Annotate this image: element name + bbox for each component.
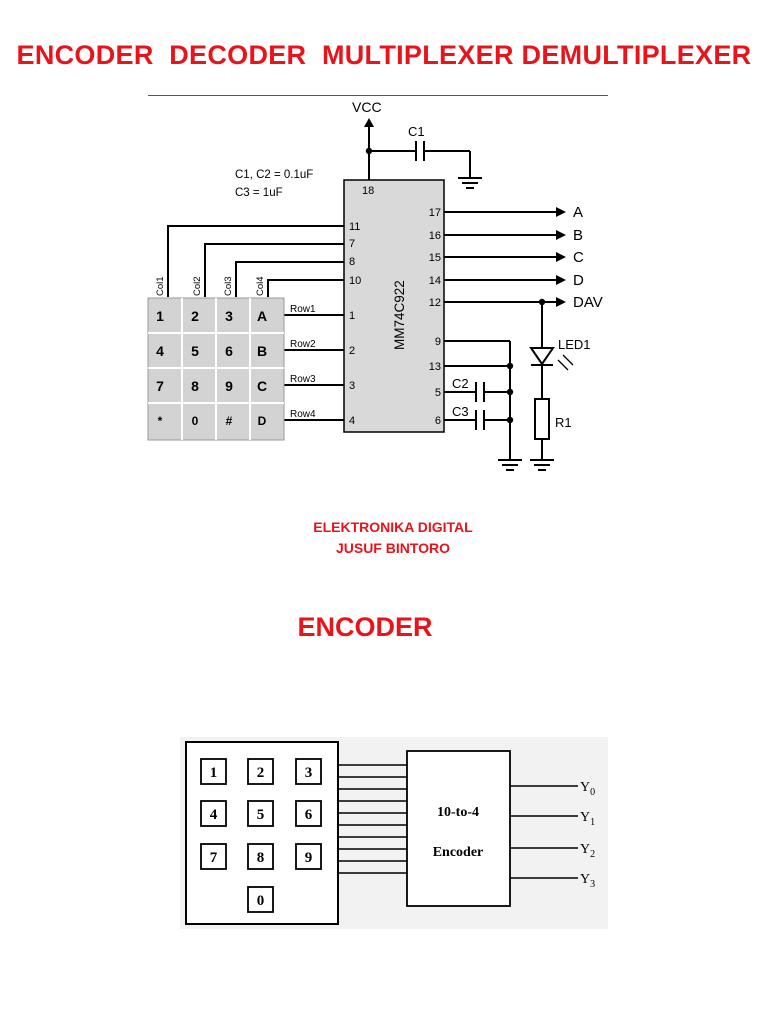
keypad-key: D [258, 414, 267, 428]
output-arrow-icon [556, 230, 566, 240]
c3-capacitor [475, 410, 485, 430]
output-arrow-icon [556, 275, 566, 285]
encoder-key: 7 [210, 850, 218, 866]
c2-capacitor [475, 382, 485, 402]
pin-label: 9 [435, 336, 441, 348]
encoder-key: 1 [210, 765, 218, 781]
keypad-key: 7 [156, 378, 164, 394]
ground-icon [458, 177, 482, 189]
pin-label: 16 [429, 230, 441, 242]
encoder-output-label: Y3 [580, 872, 595, 890]
encoder-key: 2 [257, 765, 265, 781]
r1-resistor [534, 398, 550, 440]
output-arrow-icon [556, 207, 566, 217]
output-label: C [573, 249, 584, 266]
led-label: LED1 [558, 337, 591, 352]
page-title: ENCODER DECODER MULTIPLEXER DEMULTIPLEXE… [16, 40, 752, 70]
encoder-block [406, 750, 511, 907]
pin-label: 13 [429, 361, 441, 373]
col-label: Col2 [192, 276, 203, 296]
keypad-key: # [226, 414, 233, 428]
encoder-output-label: Y1 [580, 810, 595, 828]
keypad-key: 3 [225, 308, 233, 324]
keypad-key: 4 [156, 343, 164, 359]
c2-label: C2 [452, 376, 469, 391]
encoder-key: 4 [210, 807, 218, 823]
output-arrow-icon [556, 297, 566, 307]
vcc-label: VCC [352, 99, 382, 115]
keypad-key: A [257, 308, 267, 324]
encoder-output-label: Y2 [580, 842, 595, 860]
section-title: ENCODER [297, 612, 433, 642]
pin-label: 6 [435, 415, 441, 427]
output-arrow-icon [556, 252, 566, 262]
keypad-4x4: 1 2 3 A 4 5 6 B 7 8 9 C * 0 # D [147, 297, 285, 441]
keypad-key: 5 [191, 343, 199, 359]
encoder-key: 6 [305, 807, 313, 823]
pin-label: 11 [349, 221, 360, 233]
keypad-key: 6 [225, 343, 233, 359]
encoder-block-line2: Encoder [433, 845, 484, 860]
title-divider [148, 95, 608, 96]
pin-18-label: 18 [362, 185, 374, 197]
encoder-block-line1: 10-to-4 [437, 805, 479, 820]
encoder-output-label: Y0 [580, 780, 595, 798]
pin-label: 12 [429, 297, 441, 309]
pin-label: 8 [349, 256, 355, 268]
pin-label: 7 [349, 238, 355, 250]
row-label: Row3 [290, 374, 316, 385]
output-label: B [573, 227, 583, 244]
keypad-key: 9 [225, 378, 233, 394]
col-label: Col3 [223, 276, 234, 296]
pin-label: 1 [349, 310, 355, 322]
c1-label: C1 [408, 124, 425, 139]
pin-label: 14 [429, 275, 441, 287]
chip-name: MM74C922 [392, 280, 407, 350]
row-label: Row1 [290, 304, 316, 315]
pin-label: 4 [349, 415, 355, 427]
encoder-block-figure: 1 2 3 4 5 6 7 8 9 0 10-to-4 Encoder Y0 Y… [180, 737, 608, 929]
col-label: Col4 [255, 276, 266, 296]
keypad-key: 0 [192, 414, 199, 428]
keypad-key: * [158, 414, 163, 428]
row-label: Row2 [290, 339, 316, 350]
pin-label: 17 [429, 207, 441, 219]
keypad-encoder-schematic: VCC C1 C1, C2 = 0.1uF C3 = 1uF 18 MM74C9… [147, 99, 603, 471]
keypad-key: C [257, 378, 267, 394]
mm74c922-chip [343, 179, 445, 433]
output-label: D [573, 272, 584, 289]
pin-label: 5 [435, 387, 441, 399]
encoder-key: 5 [257, 807, 265, 823]
encoder-key: 0 [257, 893, 265, 909]
encoder-key: 3 [305, 765, 313, 781]
output-label: DAV [573, 294, 603, 311]
cap-note-2: C3 = 1uF [235, 187, 283, 199]
keypad-key: 8 [191, 378, 199, 394]
pin-label: 10 [349, 275, 361, 287]
output-label: A [573, 204, 583, 221]
ground-icon [530, 459, 554, 471]
c3-label: C3 [452, 404, 469, 419]
keypad-key: 1 [156, 308, 164, 324]
credit-line-2: JUSUF BINTORO [335, 540, 451, 556]
row-label: Row4 [290, 409, 316, 420]
pin-label: 2 [349, 345, 355, 357]
cap-note-1: C1, C2 = 0.1uF [235, 169, 313, 181]
keypad-key: B [257, 343, 267, 359]
encoder-key: 9 [305, 850, 313, 866]
encoder-key: 8 [257, 850, 265, 866]
credit-line-1: ELEKTRONIKA DIGITAL [313, 519, 473, 535]
pin-label: 15 [429, 252, 441, 264]
ground-icon [498, 459, 522, 471]
pin-label: 3 [349, 380, 355, 392]
col-label: Col1 [155, 276, 166, 296]
r1-label: R1 [555, 415, 572, 430]
keypad-key: 2 [191, 308, 199, 324]
